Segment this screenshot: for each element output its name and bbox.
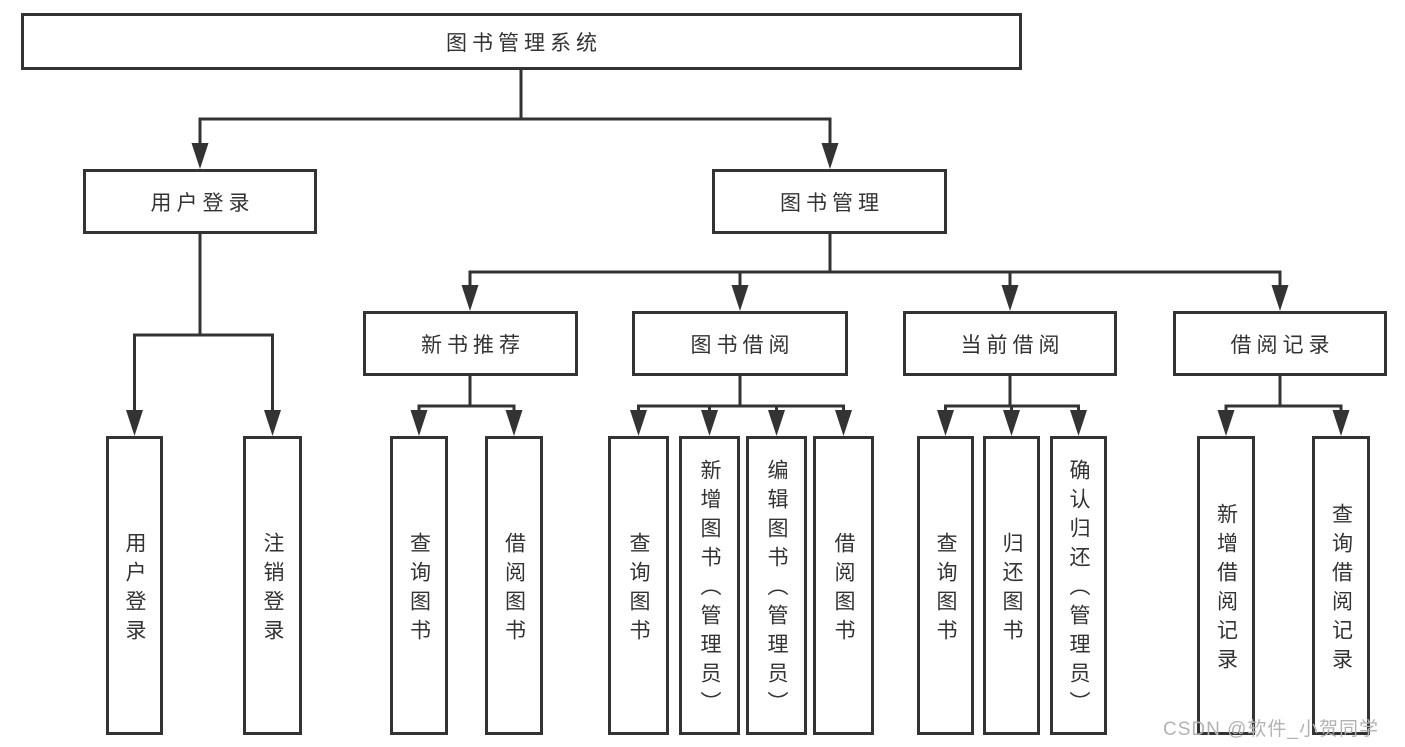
arrowhead-down xyxy=(937,410,1087,436)
arrowhead-down xyxy=(410,410,523,436)
leaf-confirm-return-admin: 确认归还（管理员） xyxy=(1050,436,1107,735)
node-label: 查询图书 xyxy=(934,531,957,648)
leaf-logout: 注销登录 xyxy=(243,436,302,735)
connector-root-to-level1 xyxy=(198,69,832,147)
node-user-login: 用户登录 xyxy=(83,169,317,234)
leaf-query-borrowing-record: 查询借阅记录 xyxy=(1312,436,1370,735)
node-library-management-system: 图书管理系统 xyxy=(21,13,1022,70)
connector-mgmt-to-level2 xyxy=(468,234,1282,288)
arrowhead-down xyxy=(126,410,281,436)
leaf-return-books: 归还图书 xyxy=(983,436,1040,735)
node-label: 注销登录 xyxy=(261,531,284,648)
arrowhead-down xyxy=(191,143,839,169)
arrowhead-down xyxy=(630,410,852,436)
node-label: 图书管理系统 xyxy=(446,31,602,55)
node-label: 归还图书 xyxy=(1000,531,1023,648)
node-label: 借阅记录 xyxy=(1230,333,1335,357)
arrowhead-down xyxy=(1217,410,1350,436)
arrowhead-down xyxy=(461,285,1289,311)
leaf-query-books-current: 查询图书 xyxy=(917,436,974,735)
node-label: 借阅图书 xyxy=(832,531,855,648)
csdn-watermark: CSDN @软件_小贺同学 xyxy=(1163,719,1379,740)
node-label: 查询图书 xyxy=(407,531,431,648)
node-label: 新增图书（管理员） xyxy=(698,459,721,720)
node-label: 确认归还（管理员） xyxy=(1067,459,1090,720)
node-label: 新书推荐 xyxy=(421,333,525,357)
node-label: 查询借阅记录 xyxy=(1329,502,1353,677)
node-new-book-recommendation: 新书推荐 xyxy=(363,311,578,376)
node-label: 用户登录 xyxy=(150,191,255,215)
connector-current-to-leaves xyxy=(944,376,1080,412)
leaf-edit-books-admin: 编辑图书（管理员） xyxy=(746,436,807,735)
leaf-borrow-books-recommend: 借阅图书 xyxy=(485,436,543,735)
connector-records-to-leaves xyxy=(1224,376,1343,412)
node-label: 用户登录 xyxy=(123,531,146,648)
node-borrowing-records: 借阅记录 xyxy=(1173,311,1387,376)
leaf-add-borrowing-record: 新增借阅记录 xyxy=(1197,436,1255,735)
leaf-query-books-borrowing: 查询图书 xyxy=(608,436,669,735)
connector-newbook-to-leaves xyxy=(417,376,516,412)
node-book-borrowing: 图书借阅 xyxy=(632,311,848,376)
node-label: 新增借阅记录 xyxy=(1214,502,1238,677)
node-label: 当前借阅 xyxy=(960,333,1065,357)
connector-borrow-to-leaves xyxy=(637,376,845,412)
node-label: 图书借阅 xyxy=(690,333,795,357)
leaf-borrow-books-borrowing: 借阅图书 xyxy=(813,436,874,735)
node-label: 借阅图书 xyxy=(502,531,526,648)
node-book-management: 图书管理 xyxy=(712,169,947,234)
node-current-borrowing: 当前借阅 xyxy=(903,311,1117,376)
node-label: 查询图书 xyxy=(627,531,650,648)
leaf-user-login: 用户登录 xyxy=(106,436,163,735)
connector-login-to-leaves xyxy=(133,234,274,412)
node-label: 编辑图书（管理员） xyxy=(765,459,788,720)
node-label: 图书管理 xyxy=(780,191,884,215)
leaf-add-books-admin: 新增图书（管理员） xyxy=(679,436,740,735)
leaf-query-books-recommend: 查询图书 xyxy=(390,436,448,735)
